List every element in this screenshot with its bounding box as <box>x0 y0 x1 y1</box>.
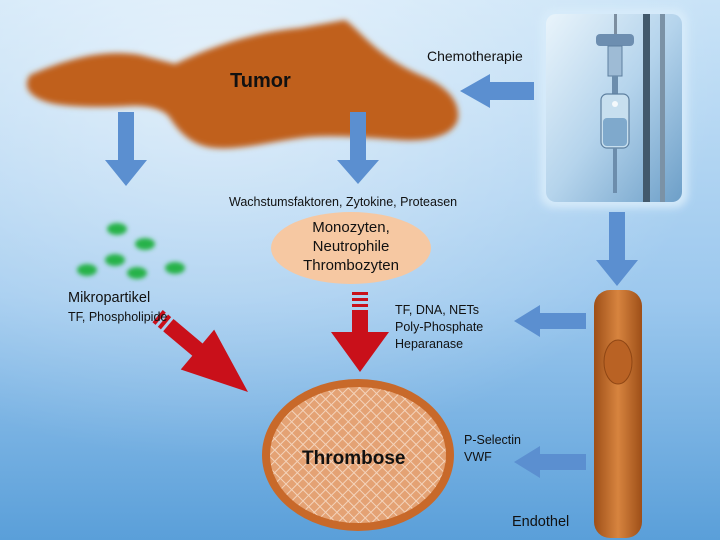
endothelium-cell <box>594 290 642 538</box>
products-line-2: Poly-Phosphate <box>395 320 484 334</box>
products-line-3: Heparanase <box>395 337 464 351</box>
thrombosis-label: Thrombose <box>302 448 406 469</box>
cells-label: Monozyten, Neutrophile Thrombozyten <box>271 218 431 275</box>
arrow-microparticles-to-thrombosis <box>152 310 248 392</box>
endothelial-products-label: TF, DNA, NETs Poly-Phosphate Heparanase <box>395 302 483 353</box>
endothelium-label: Endothel <box>512 514 570 530</box>
thrombosis-core <box>270 387 446 523</box>
cells-line-1: Monozyten, <box>312 219 390 236</box>
cells-line-2: Neutrophile <box>312 238 390 255</box>
tumor-label: Tumor <box>230 70 291 92</box>
arrow-cells-to-thrombosis <box>331 292 389 372</box>
factors-label: Wachstumsfaktoren, Zytokine, Proteasen <box>229 195 458 209</box>
arrow-endothelium-to-adhesion <box>514 446 586 478</box>
microparticles-title: Mikropartikel <box>68 290 151 306</box>
chemotherapy-label: Chemotherapie <box>427 48 523 64</box>
arrow-tumor-to-microparticles <box>105 112 147 186</box>
arrow-chemo-to-tumor <box>460 74 534 108</box>
adhesion-label: P-Selectin VWF <box>464 432 521 466</box>
cells-ellipse <box>271 212 431 284</box>
adhesion-line-1: P-Selectin <box>464 433 521 447</box>
arrow-tumor-to-factors <box>337 112 379 184</box>
adhesion-line-2: VWF <box>464 450 492 464</box>
iv-drip-bag-icon <box>546 14 682 202</box>
products-line-1: TF, DNA, NETs <box>395 303 480 317</box>
arrow-endothelium-to-products <box>514 305 586 337</box>
microparticles-cluster <box>77 223 185 279</box>
microparticles-subtitle: TF, Phospholipide <box>68 310 168 324</box>
cells-line-3: Thrombozyten <box>303 257 399 274</box>
endothelium-nucleus <box>603 339 633 385</box>
arrow-chemo-to-endothelium <box>596 212 638 286</box>
